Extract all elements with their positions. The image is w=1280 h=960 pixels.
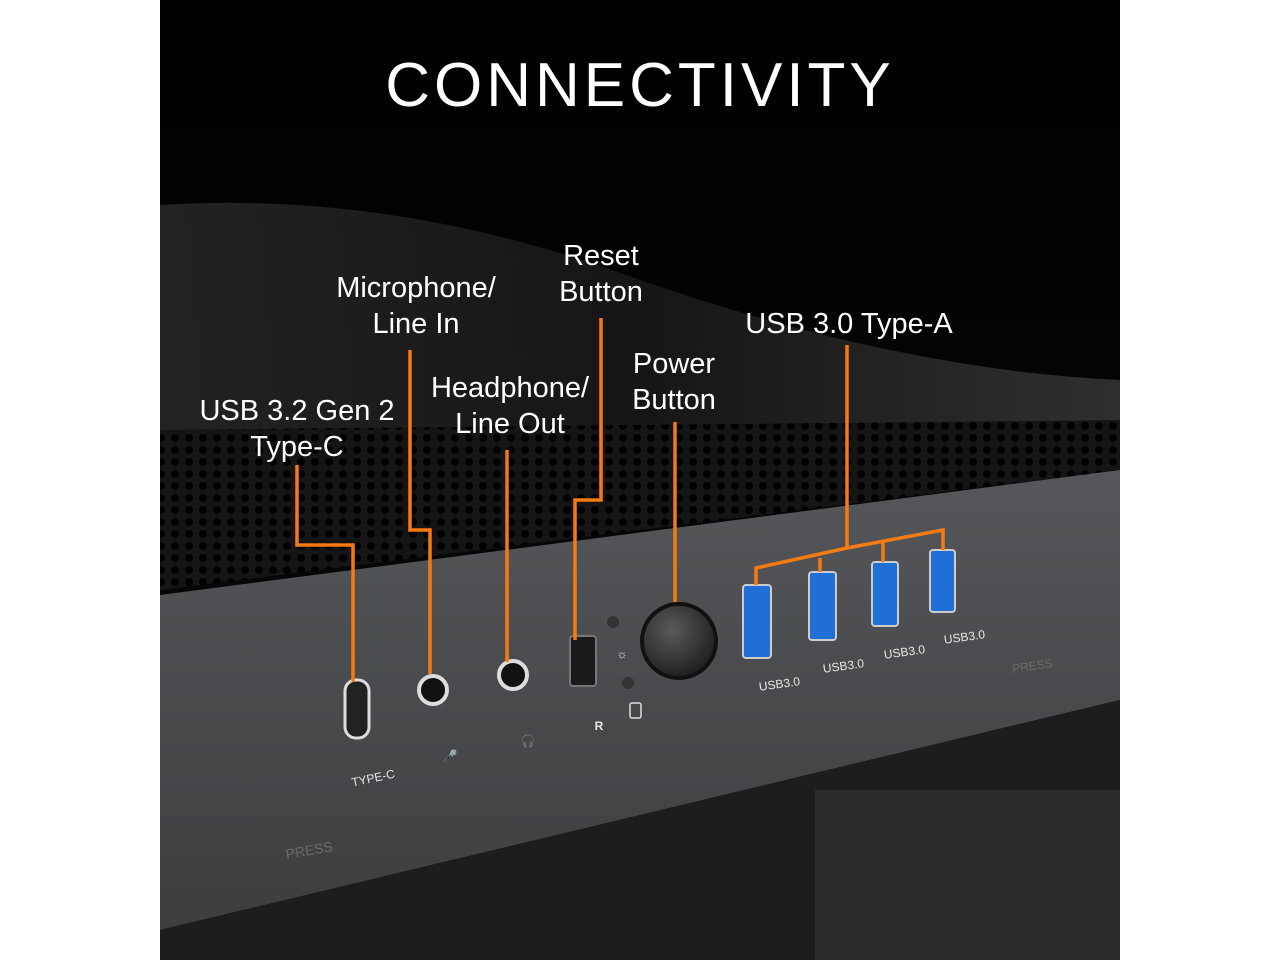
- callout-line-usb-a: [754, 345, 945, 585]
- callout-reset-line1: Reset: [563, 240, 639, 272]
- mesh-grille: [160, 420, 1120, 590]
- usb-a-port-1: [742, 584, 772, 659]
- press-label-right: PRESS: [1011, 656, 1053, 676]
- callout-line-mic: [408, 350, 432, 674]
- callout-power-line1: Power: [633, 348, 716, 380]
- side-vent: [815, 790, 1120, 960]
- usb-a-port-3: [871, 561, 899, 627]
- callout-line-reset: [573, 318, 603, 640]
- usb-label-4: USB3.0: [943, 627, 986, 647]
- usb-c-port: [343, 678, 371, 740]
- page-title: CONNECTIVITY: [385, 51, 895, 120]
- hdd-led: [622, 677, 634, 689]
- usb-a-port-4: [929, 549, 956, 613]
- hdd-icon: [629, 702, 642, 719]
- callout-headphone-line2: Line Out: [455, 408, 565, 440]
- callout-line-type-c: [295, 465, 355, 682]
- power-led-icon: ☼: [617, 647, 628, 661]
- microphone-icon: 🎤: [443, 748, 458, 763]
- headphone-jack: [497, 659, 529, 691]
- power-button[interactable]: [640, 602, 718, 680]
- reset-label: R: [595, 719, 604, 733]
- headphone-icon: 🎧: [521, 734, 536, 748]
- usb-label-1: USB3.0: [758, 674, 801, 694]
- usb-label-3: USB3.0: [883, 642, 926, 662]
- callout-power-line2: Button: [632, 384, 716, 416]
- callout-mic-line2: Line In: [372, 308, 459, 340]
- usb-label-2: USB3.0: [822, 656, 865, 676]
- power-led: [607, 616, 619, 628]
- callout-reset-line2: Button: [559, 276, 643, 308]
- callout-mic-line1: Microphone/: [336, 272, 497, 304]
- usb-a-port-2: [808, 571, 837, 641]
- callout-usb-a: USB 3.0 Type-A: [745, 308, 953, 340]
- callout-headphone-line1: Headphone/: [431, 372, 590, 404]
- callout-type-c-line1: USB 3.2 Gen 2: [199, 395, 394, 427]
- microphone-jack: [417, 674, 449, 706]
- reset-button[interactable]: [569, 635, 597, 687]
- callout-type-c-line2: Type-C: [250, 431, 343, 463]
